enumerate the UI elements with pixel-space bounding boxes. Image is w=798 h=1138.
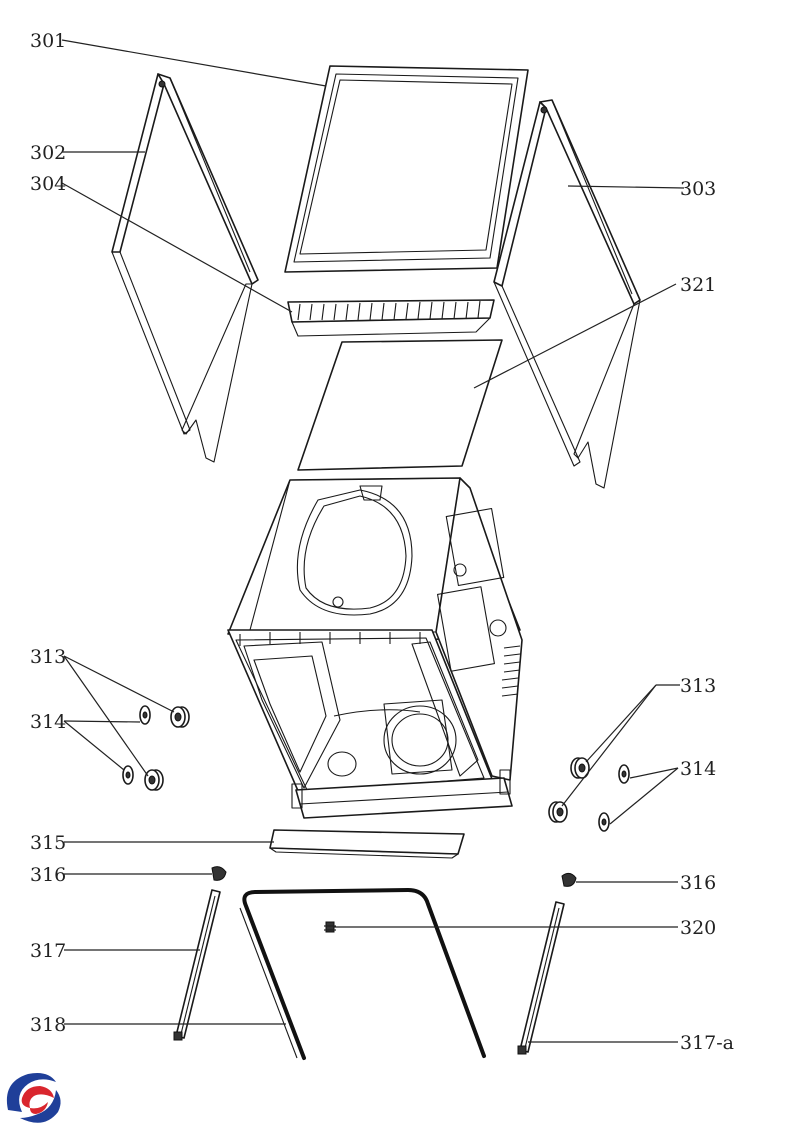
- callout-317-a: 317-a: [680, 1032, 734, 1054]
- callout-314-right: 314: [680, 758, 716, 780]
- callout-315: 315: [30, 832, 66, 854]
- callout-313-right: 313: [680, 675, 716, 697]
- callout-321: 321: [680, 274, 716, 296]
- callout-304: 304: [30, 173, 66, 195]
- callout-313-left: 313: [30, 646, 66, 668]
- part-304-top-bracket: [287, 299, 495, 337]
- callout-316-right: 316: [680, 872, 716, 894]
- leveling-foot-lower-left: [144, 769, 164, 791]
- leveling-foot-upper-left: [170, 706, 190, 728]
- callout-302: 302: [30, 142, 66, 164]
- part-316-right-pivot: [561, 872, 577, 887]
- callout-303: 303: [680, 178, 716, 200]
- callout-314-left: 314: [30, 711, 66, 733]
- callout-316-left: 316: [30, 864, 66, 886]
- part-313-left-feet: [144, 706, 190, 791]
- part-316-left-pivot: [211, 866, 227, 881]
- part-315-base-strip: [269, 829, 465, 859]
- callout-318: 318: [30, 1014, 66, 1036]
- callout-320: 320: [680, 917, 716, 939]
- part-314-left-washers: [122, 705, 151, 785]
- callout-labels: 301 302 304 303 321 313 314 313 314 315 …: [30, 30, 734, 1054]
- tub-body: [227, 477, 523, 819]
- part-317-a-right-rail: [517, 901, 565, 1055]
- part-317-left-rail: [173, 889, 221, 1041]
- part-303-right-side-panel: [493, 99, 641, 489]
- leveling-foot-lower-right: [548, 801, 568, 823]
- part-301-top-panel: [284, 65, 529, 273]
- brand-logo: [6, 1073, 61, 1123]
- callout-301: 301: [30, 30, 66, 52]
- part-320-clip: [324, 921, 336, 933]
- leveling-foot-upper-right: [570, 757, 590, 779]
- part-302-left-side-panel: [111, 73, 259, 463]
- leader-lines: [61, 39, 685, 1043]
- callout-317: 317: [30, 940, 66, 962]
- part-314-right-washers: [598, 764, 630, 832]
- part-321-insulation-sheet: [297, 339, 503, 471]
- part-318-door-gasket: [239, 888, 486, 1060]
- part-313-right-feet: [548, 757, 590, 823]
